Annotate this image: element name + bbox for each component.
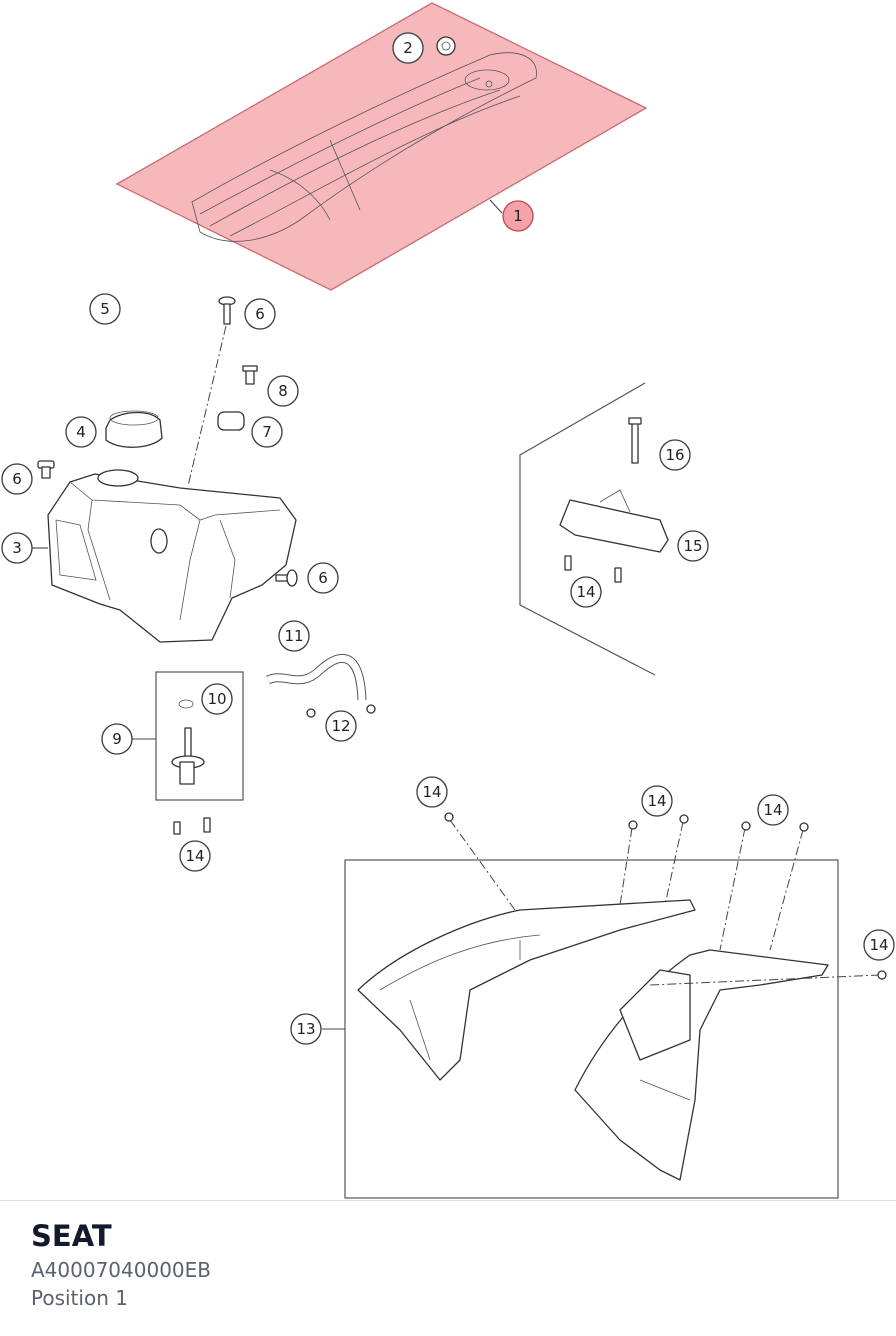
screws-part-14-bracket[interactable]	[564, 555, 622, 583]
svg-text:4: 4	[76, 423, 86, 441]
callout-14-panel-b[interactable]: 14	[641, 785, 673, 817]
part-title: SEAT	[31, 1219, 112, 1253]
fuel-tank-part[interactable]	[47, 469, 297, 643]
fuel-tap-part[interactable]	[171, 699, 205, 785]
seat-screw-part[interactable]	[436, 36, 456, 56]
left-side-panel-part[interactable]	[357, 899, 696, 1081]
right-side-panel-part[interactable]	[574, 949, 829, 1181]
bolt-part-16[interactable]	[628, 417, 642, 464]
screw-part-6-left[interactable]	[37, 460, 55, 479]
screw-part-6-right[interactable]	[275, 569, 298, 587]
svg-text:14: 14	[869, 936, 888, 954]
callout-8[interactable]: 8	[267, 375, 299, 407]
svg-text:12: 12	[331, 717, 350, 735]
bracket-group-frame	[519, 382, 656, 676]
svg-text:9: 9	[112, 730, 122, 748]
callout-3[interactable]: 3	[1, 532, 33, 564]
callout-6-top[interactable]: 6	[244, 298, 276, 330]
part-position: Position 1	[31, 1286, 128, 1310]
screw-part-8[interactable]	[242, 365, 258, 385]
breather-hose-part[interactable]	[53, 336, 153, 401]
callout-2[interactable]: 2	[392, 32, 424, 64]
hose-clamp-part[interactable]	[306, 704, 376, 718]
svg-text:6: 6	[12, 470, 22, 488]
fuel-tap-group-frame	[155, 671, 244, 801]
svg-text:6: 6	[318, 569, 328, 587]
svg-text:14: 14	[576, 583, 595, 601]
callout-11[interactable]: 11	[278, 620, 310, 652]
callout-5[interactable]: 5	[89, 293, 121, 325]
svg-text:10: 10	[207, 690, 226, 708]
callout-10[interactable]: 10	[201, 683, 233, 715]
leader-lines	[32, 199, 503, 1030]
callout-14-panel-c[interactable]: 14	[757, 794, 789, 826]
svg-text:15: 15	[683, 537, 702, 555]
callout-13[interactable]: 13	[290, 1013, 322, 1045]
callout-14-panel-a[interactable]: 14	[416, 776, 448, 808]
svg-text:3: 3	[12, 539, 22, 557]
rubber-grommet-part[interactable]	[217, 411, 245, 431]
exploded-parts-diagram: 1 2 3 4 5 6 6 6 7 8 9 10 11 12 13 14 14	[1, 2, 895, 1199]
svg-text:7: 7	[262, 423, 272, 441]
panel-screws-part-14[interactable]	[444, 812, 887, 986]
screw-part-6-top[interactable]	[187, 296, 236, 487]
part-info-footer: SEAT A40007040000EB Position 1	[0, 1200, 896, 1336]
svg-text:5: 5	[100, 300, 110, 318]
svg-text:14: 14	[185, 847, 204, 865]
svg-text:2: 2	[403, 39, 413, 57]
svg-text:14: 14	[647, 792, 666, 810]
callout-7[interactable]: 7	[251, 416, 283, 448]
screws-part-14-fueltap[interactable]	[173, 817, 211, 835]
callout-14-bracket[interactable]: 14	[570, 576, 602, 608]
callout-12[interactable]: 12	[325, 710, 357, 742]
bracket-part[interactable]	[559, 489, 669, 553]
svg-text:1: 1	[513, 207, 523, 225]
callout-6-left[interactable]: 6	[1, 463, 33, 495]
svg-text:8: 8	[278, 382, 288, 400]
svg-text:16: 16	[665, 446, 684, 464]
callout-16[interactable]: 16	[659, 439, 691, 471]
svg-text:14: 14	[422, 783, 441, 801]
callout-1[interactable]: 1	[502, 200, 534, 232]
part-number: A40007040000EB	[31, 1258, 212, 1282]
callout-14-fueltap[interactable]: 14	[179, 840, 211, 872]
svg-text:6: 6	[255, 305, 265, 323]
svg-text:14: 14	[763, 801, 782, 819]
callout-6-right[interactable]: 6	[307, 562, 339, 594]
svg-text:13: 13	[296, 1020, 315, 1038]
seat-part-highlighted[interactable]	[115, 2, 648, 291]
callout-15[interactable]: 15	[677, 530, 709, 562]
callout-14-panel-d[interactable]: 14	[863, 929, 895, 961]
fuel-cap-part[interactable]	[105, 410, 163, 448]
svg-text:11: 11	[284, 627, 303, 645]
fuel-hose-part[interactable]	[266, 653, 367, 701]
callout-9[interactable]: 9	[101, 723, 133, 755]
callout-4[interactable]: 4	[65, 416, 97, 448]
